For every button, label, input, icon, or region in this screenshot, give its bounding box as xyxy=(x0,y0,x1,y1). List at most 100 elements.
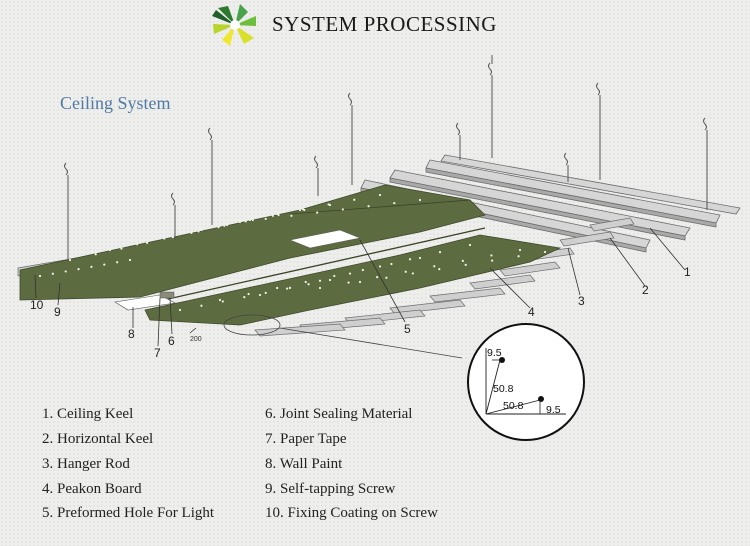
legend-item: 8. Wall Paint xyxy=(265,456,343,472)
callout-2: 2 xyxy=(642,283,649,297)
screw-dot xyxy=(304,280,307,284)
screw-dot xyxy=(264,291,267,294)
screw-dot xyxy=(247,292,250,296)
screw-dot xyxy=(517,255,520,258)
screw-dot xyxy=(333,274,336,278)
screw-dot xyxy=(491,259,494,262)
screw-dot xyxy=(148,238,152,242)
callout-6: 6 xyxy=(168,334,175,348)
screw-dot xyxy=(223,224,226,227)
screw-dot xyxy=(404,270,407,273)
legend-item: 5. Preformed Hole For Light xyxy=(42,505,215,521)
screw-dot xyxy=(64,270,67,273)
diagram-title: Ceiling System xyxy=(60,93,171,113)
screw-dot xyxy=(128,258,132,262)
screw-dot xyxy=(258,293,262,297)
screw-dot xyxy=(77,268,80,271)
screw-dot xyxy=(38,274,42,278)
screw-dot xyxy=(376,276,379,279)
screw-dot xyxy=(353,198,356,201)
leader-lines xyxy=(34,227,686,347)
page-title: SYSTEM PROCESSING xyxy=(272,12,497,36)
legend-item: 4. Peakon Board xyxy=(42,481,142,497)
light-hole xyxy=(288,229,362,249)
screw-dot xyxy=(200,228,203,232)
screw-dot xyxy=(490,254,493,257)
screw-dot xyxy=(307,283,310,286)
callout-9: 9 xyxy=(54,305,61,319)
screw-dot xyxy=(221,300,224,303)
flower-logo-icon xyxy=(212,4,256,46)
screw-dot xyxy=(248,218,252,222)
screw-dot xyxy=(200,304,203,307)
screw-dot xyxy=(190,231,193,234)
dimension-top: 9.5 xyxy=(487,347,502,359)
screw-dot xyxy=(226,223,229,227)
screw-dot xyxy=(90,265,93,268)
screw-dot xyxy=(318,286,322,290)
legend-item: 9. Self-tapping Screw xyxy=(265,481,396,497)
screw-dot xyxy=(316,211,319,214)
screw-dot xyxy=(411,272,414,275)
screw-dot xyxy=(461,259,464,262)
screw-dot xyxy=(418,256,422,260)
screw-dot xyxy=(197,230,200,233)
screw-dot xyxy=(94,253,97,256)
screw-dot xyxy=(238,220,242,224)
screw-dot xyxy=(378,193,382,197)
screw-dot xyxy=(51,272,54,275)
screw-dot xyxy=(327,203,330,206)
screw-dot xyxy=(378,265,382,268)
screw-dot xyxy=(418,198,422,202)
screw-dot xyxy=(276,212,279,215)
screw-dot xyxy=(146,241,149,244)
screw-dot xyxy=(361,268,364,272)
callout-3: 3 xyxy=(578,294,585,308)
screw-dot xyxy=(251,218,254,222)
screw-dot xyxy=(120,247,123,250)
callout-10: 10 xyxy=(30,298,44,312)
screw-dot xyxy=(103,263,106,266)
screw-dot xyxy=(438,268,441,271)
screw-dot xyxy=(408,258,412,261)
callout-labels: 1 2 3 4 5 6 7 8 9 10 200 xyxy=(30,265,691,360)
screw-dot xyxy=(318,279,322,282)
detail-marker xyxy=(223,314,281,336)
screw-dot xyxy=(433,265,436,268)
screw-dot xyxy=(348,272,352,275)
screw-dot xyxy=(171,236,174,239)
screw-dot xyxy=(518,248,522,252)
hanger-rods xyxy=(64,55,708,262)
screw-dot xyxy=(244,220,247,223)
legend-item: 7. Paper Tape xyxy=(265,431,347,447)
screw-dot xyxy=(178,308,182,312)
screw-dot xyxy=(298,208,302,212)
screw-dot xyxy=(347,281,350,284)
joint-tape xyxy=(159,291,175,299)
screw-dot xyxy=(464,263,467,266)
screw-dot xyxy=(68,258,72,262)
screw-dot xyxy=(328,278,332,282)
screw-dots xyxy=(38,193,547,312)
legend-item: 3. Hanger Rod xyxy=(42,456,130,472)
screw-dot xyxy=(108,248,112,252)
callout-5: 5 xyxy=(404,322,411,336)
legend-item: 6. Joint Sealing Material xyxy=(265,406,413,422)
screw-dot xyxy=(198,226,202,230)
screw-dot xyxy=(438,251,442,254)
gypsum-board xyxy=(19,184,562,326)
screw-dot xyxy=(290,214,293,217)
screw-dot xyxy=(367,205,370,208)
screw-dot xyxy=(264,217,267,220)
screw-dot xyxy=(243,296,246,299)
screw-dot xyxy=(136,243,139,246)
callout-8: 8 xyxy=(128,327,135,341)
callout-4: 4 xyxy=(528,305,535,319)
screw-dot xyxy=(341,208,344,211)
dimension-right: 9.5 xyxy=(546,404,561,416)
dimension-horizontal: 50.8 xyxy=(503,400,524,412)
screw-dot xyxy=(385,276,388,279)
screw-dot xyxy=(286,287,289,290)
screw-dot xyxy=(393,202,396,205)
